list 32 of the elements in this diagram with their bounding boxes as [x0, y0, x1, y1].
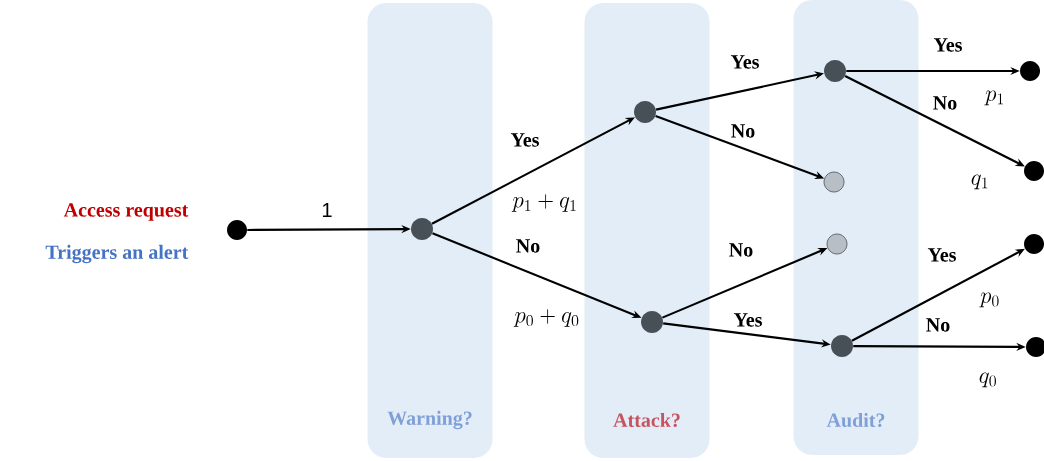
probability-label: $q_0$ [979, 372, 996, 388]
dot [823, 171, 845, 193]
probability-label: $q_1$ [971, 174, 988, 190]
band: Audit? [793, 0, 919, 455]
dot [634, 101, 656, 123]
node-caption: Triggers an alert [45, 244, 189, 264]
dot [826, 233, 848, 255]
edge-label: Yes [927, 248, 956, 262]
dot [227, 220, 247, 240]
band: Attack? [584, 3, 710, 458]
edge-label: No [933, 96, 957, 110]
band: Warning? [367, 3, 493, 458]
dot [641, 311, 663, 333]
edge-label: 1 [322, 203, 332, 217]
dot [1020, 61, 1040, 81]
dot [824, 60, 846, 82]
edge-label: No [516, 239, 540, 253]
edge-label: Yes [933, 38, 962, 52]
dot [411, 218, 433, 240]
edge-label: Yes [510, 133, 539, 147]
edge-label: Yes [730, 55, 759, 69]
probability-label: $p_1$ [984, 90, 1003, 106]
node-caption: Access request [63, 203, 189, 221]
edge-label: No [731, 124, 755, 138]
edge-label: Yes [733, 313, 762, 327]
probability-label: $p_0$ [979, 292, 999, 308]
edge-label: No [729, 243, 753, 257]
probability-label: $p_1+q_1$ [511, 194, 576, 212]
dot [831, 335, 853, 357]
arrow [431, 117, 635, 225]
edge-label: No [926, 318, 950, 332]
probability-label: $p_0+q_0$ [513, 309, 579, 327]
